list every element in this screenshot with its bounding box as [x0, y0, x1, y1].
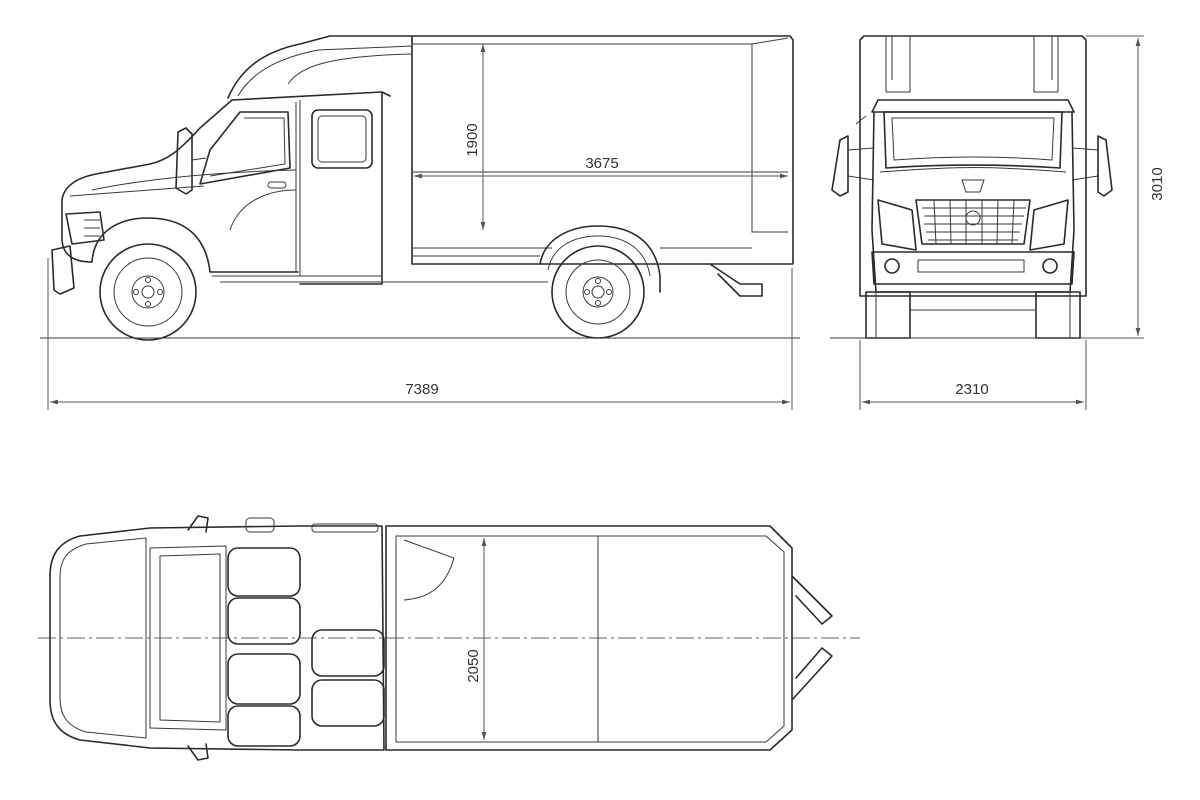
front-view: 3010 2310 — [830, 35, 1166, 410]
dim-body-length-label: 3675 — [585, 155, 618, 172]
front-cargo-box — [859, 35, 1087, 297]
rear-wheel — [551, 245, 645, 339]
rear-door-window — [311, 109, 373, 169]
fog-light-right — [1042, 258, 1058, 274]
cargo-box — [411, 35, 794, 265]
dim-body-height-label: 1900 — [464, 123, 481, 156]
license-plate — [917, 259, 1025, 273]
front-mirror-left — [831, 135, 849, 197]
front-bumper — [51, 245, 75, 295]
dim-body-width-label: 2050 — [465, 649, 482, 682]
front-windshield — [883, 111, 1063, 169]
front-grille — [915, 199, 1031, 245]
side-mirror — [175, 127, 193, 195]
dim-overall-height-label: 3010 — [1149, 167, 1166, 200]
top-mirror-right — [187, 743, 209, 761]
fog-light-left — [884, 258, 900, 274]
top-view: 2050 — [38, 515, 860, 761]
front-mirror-right — [1097, 135, 1113, 197]
top-mirror-left — [187, 515, 209, 533]
front-door-window — [199, 111, 291, 185]
rear-step — [709, 263, 763, 297]
seats — [227, 547, 385, 747]
dim-overall-width-label: 2310 — [955, 381, 988, 398]
side-view: 1900 3675 7389 — [40, 35, 800, 410]
top-cargo-box — [385, 525, 793, 751]
cab-roof — [227, 35, 413, 99]
dim-overall-length-label: 7389 — [405, 381, 438, 398]
top-cab — [49, 525, 385, 751]
front-wheel — [99, 243, 197, 341]
